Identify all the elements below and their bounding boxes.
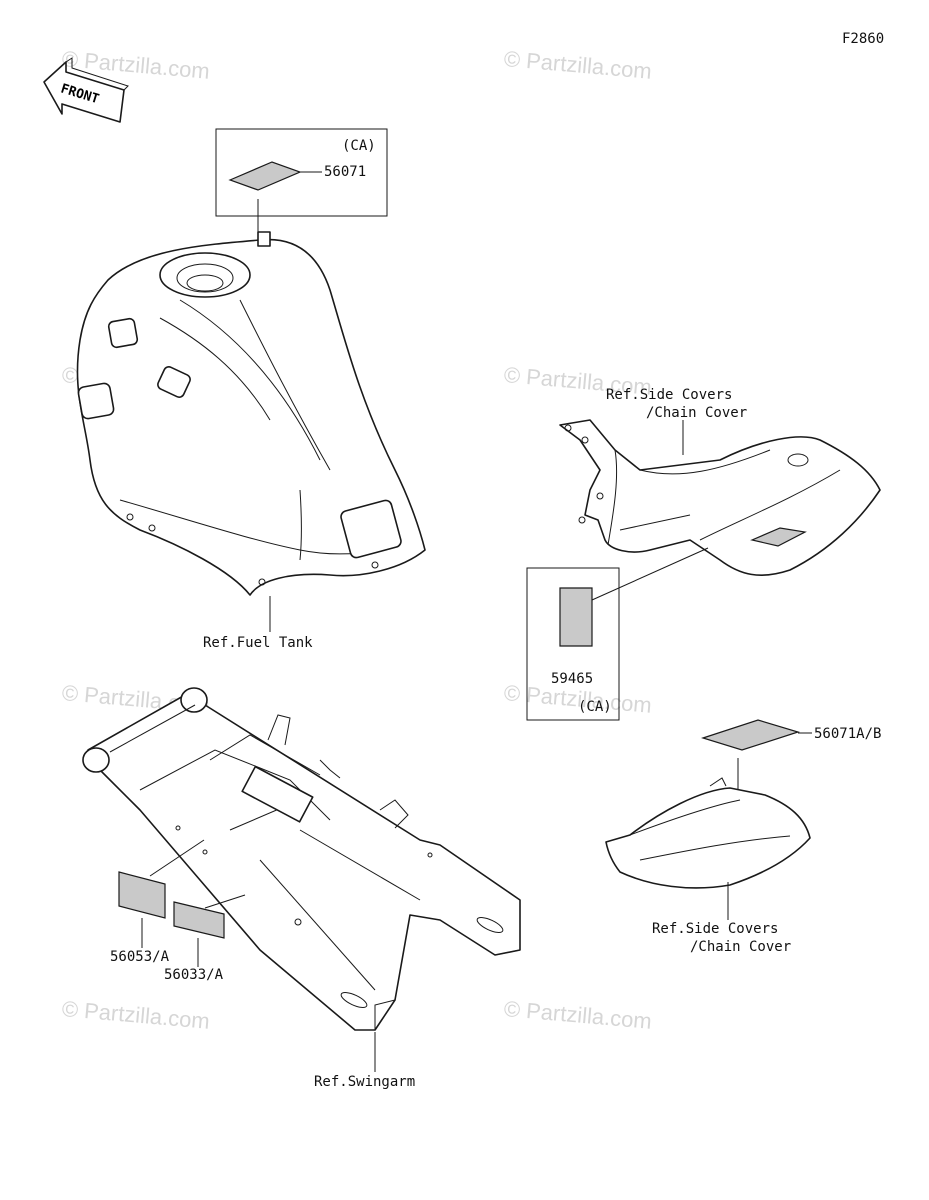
tank-decal-qualifier: (CA) bbox=[342, 138, 376, 154]
fuel-tank-reference[interactable]: Ref.Fuel Tank bbox=[203, 635, 313, 651]
side-covers-reference-bottom-line1[interactable]: Ref.Side Covers bbox=[652, 921, 779, 937]
swingarm-reference[interactable]: Ref.Swingarm bbox=[314, 1074, 416, 1090]
side-covers-reference-top-line2[interactable]: /Chain Cover bbox=[646, 405, 748, 421]
side-covers-reference-bottom-line2[interactable]: /Chain Cover bbox=[690, 939, 792, 955]
swingarm-label-1-icon bbox=[118, 871, 166, 919]
chain-cover-decal-icon bbox=[701, 719, 801, 751]
side-cover-top-icon bbox=[559, 419, 881, 576]
front-arrow-icon: FRONT bbox=[43, 57, 129, 123]
swingarm-label-2-icon bbox=[173, 901, 225, 939]
side-cover-label-icon bbox=[559, 587, 593, 647]
swingarm-icon bbox=[82, 687, 521, 1031]
tank-decal-part-number[interactable]: 56071 bbox=[324, 164, 367, 180]
chain-cover-decal-part-number[interactable]: 56071A/B bbox=[814, 726, 882, 742]
figure-code: F2860 bbox=[842, 31, 885, 47]
side-cover-label-qualifier: (CA) bbox=[578, 699, 612, 715]
tank-decal-icon bbox=[228, 161, 302, 191]
chain-cover-icon bbox=[605, 777, 811, 889]
side-cover-label-part-number[interactable]: 59465 bbox=[551, 671, 594, 687]
side-covers-reference-top-line1[interactable]: Ref.Side Covers bbox=[606, 387, 733, 403]
swingarm-label-1-part-number[interactable]: 56053/A bbox=[110, 949, 170, 965]
fuel-tank-icon bbox=[76, 231, 426, 596]
tank-decal-box bbox=[215, 128, 388, 217]
side-cover-label-box bbox=[526, 567, 620, 721]
swingarm-label-2-part-number[interactable]: 56033/A bbox=[164, 967, 224, 983]
